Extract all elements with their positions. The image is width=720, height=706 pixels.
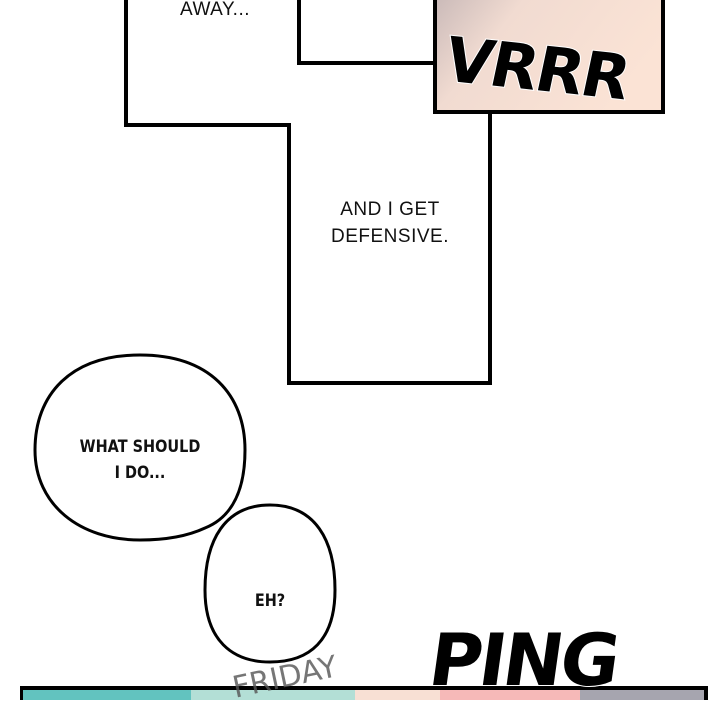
speech-bubble-eh <box>203 503 337 664</box>
caption-away: AWAY... <box>179 0 251 20</box>
bubble-line: I DO... <box>114 463 166 483</box>
bubble-line: WHAT SHOULD <box>79 437 201 457</box>
bubble-text-eh: EH? <box>254 591 286 611</box>
speech-bubble-what <box>33 353 247 542</box>
bubble-text-what: WHAT SHOULD I DO... <box>59 434 221 486</box>
inner-caption-box <box>297 0 435 65</box>
caption-line: AND I GET <box>340 199 440 220</box>
bottom-panel <box>20 686 708 700</box>
caption-line: DEFENSIVE. <box>331 226 449 247</box>
peach-panel <box>433 0 665 114</box>
sfx-ping: PING <box>423 617 624 703</box>
caption-defensive: AND I GET DEFENSIVE. <box>295 196 485 250</box>
caption-box-outline <box>124 0 492 385</box>
